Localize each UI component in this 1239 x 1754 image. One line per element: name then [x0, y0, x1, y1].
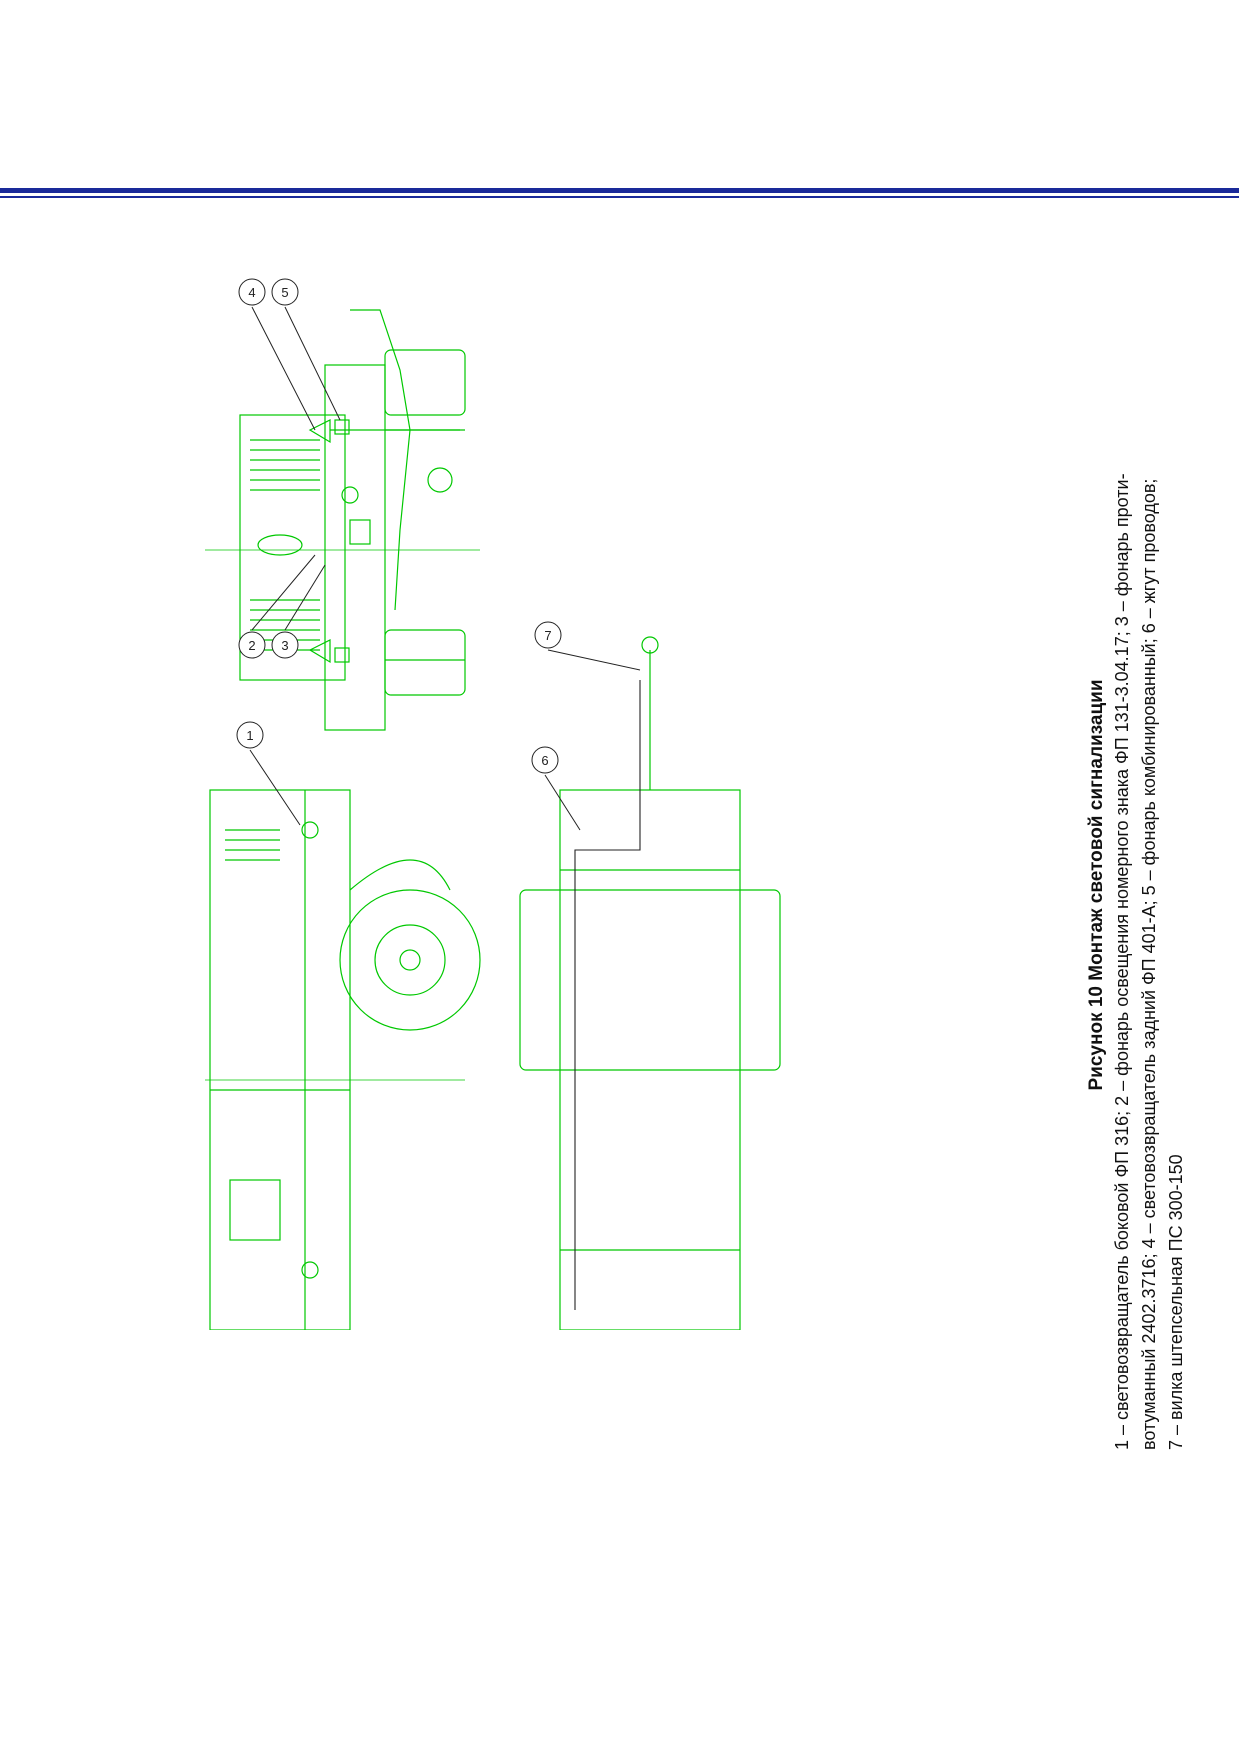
combined-lamp-icon	[334, 419, 350, 435]
callout-1-label: 1	[246, 728, 253, 743]
wire-harness	[574, 680, 641, 1310]
callout-3: 3	[271, 564, 326, 659]
callout-5-label: 5	[281, 285, 288, 300]
rear-view-body	[239, 414, 346, 681]
callout-7: 7	[534, 621, 641, 671]
legend-line: 7 – вилка штепсельная ПС 300-150	[1166, 1154, 1186, 1450]
side-view-fender	[349, 859, 451, 891]
callout-2-label: 2	[248, 638, 255, 653]
rear-reflector-triangle-icon	[308, 639, 331, 664]
plate-lamp-icon	[349, 519, 371, 545]
top-view	[519, 636, 781, 1330]
top-view-body	[559, 789, 741, 1330]
combined-lamp-icon	[334, 647, 350, 663]
side-view-drawbar	[350, 309, 411, 611]
header-rule-thick	[0, 188, 1239, 193]
side-view	[205, 309, 481, 1330]
rear-view-wheel-right	[384, 629, 466, 696]
rear-reflector-triangle-icon	[308, 419, 331, 444]
callout-4: 4	[238, 278, 316, 431]
side-view-hub	[374, 924, 446, 996]
header-rule-thin	[0, 196, 1239, 198]
side-reflector-icon	[301, 1261, 319, 1279]
callout-1: 1	[236, 721, 301, 826]
rear-view-wheel-left	[384, 349, 466, 416]
side-view-body	[209, 789, 351, 1330]
rear-view-bumper	[324, 364, 386, 731]
side-reflector-icon	[301, 821, 319, 839]
rear-view	[205, 349, 480, 731]
side-view-wheel	[339, 889, 481, 1031]
rear-view-grille	[250, 439, 320, 651]
top-view-axle-wheels	[519, 889, 781, 1071]
legend-line: 1 – световозвращатель боковой ФП 316; 2 …	[1112, 473, 1132, 1450]
side-view-vent	[225, 829, 280, 861]
figure-caption: Рисунок 10 Монтаж световой сигнализации …	[1085, 200, 1190, 1450]
side-view-jockey-wheel	[427, 467, 453, 493]
callout-7-label: 7	[544, 628, 551, 643]
legend-line: вотуманный 2402.3716; 4 – световозвращат…	[1139, 478, 1159, 1450]
side-view-hub-center	[399, 949, 421, 971]
callout-2: 2	[238, 554, 316, 659]
top-view-hitch	[641, 636, 659, 654]
callout-3-label: 3	[281, 638, 288, 653]
fog-lamp-icon	[341, 486, 359, 504]
rear-view-emblem	[257, 534, 303, 556]
side-view-control-panel	[229, 1179, 281, 1241]
callout-4-label: 4	[248, 285, 255, 300]
figure-title: Рисунок 10 Монтаж световой сигнализации	[1086, 679, 1107, 1091]
callout-5: 5	[271, 278, 341, 421]
callout-6-label: 6	[541, 753, 548, 768]
technical-drawing: 1 2 3 4 5 6 7	[205, 278, 781, 1330]
callout-6: 6	[531, 746, 581, 831]
